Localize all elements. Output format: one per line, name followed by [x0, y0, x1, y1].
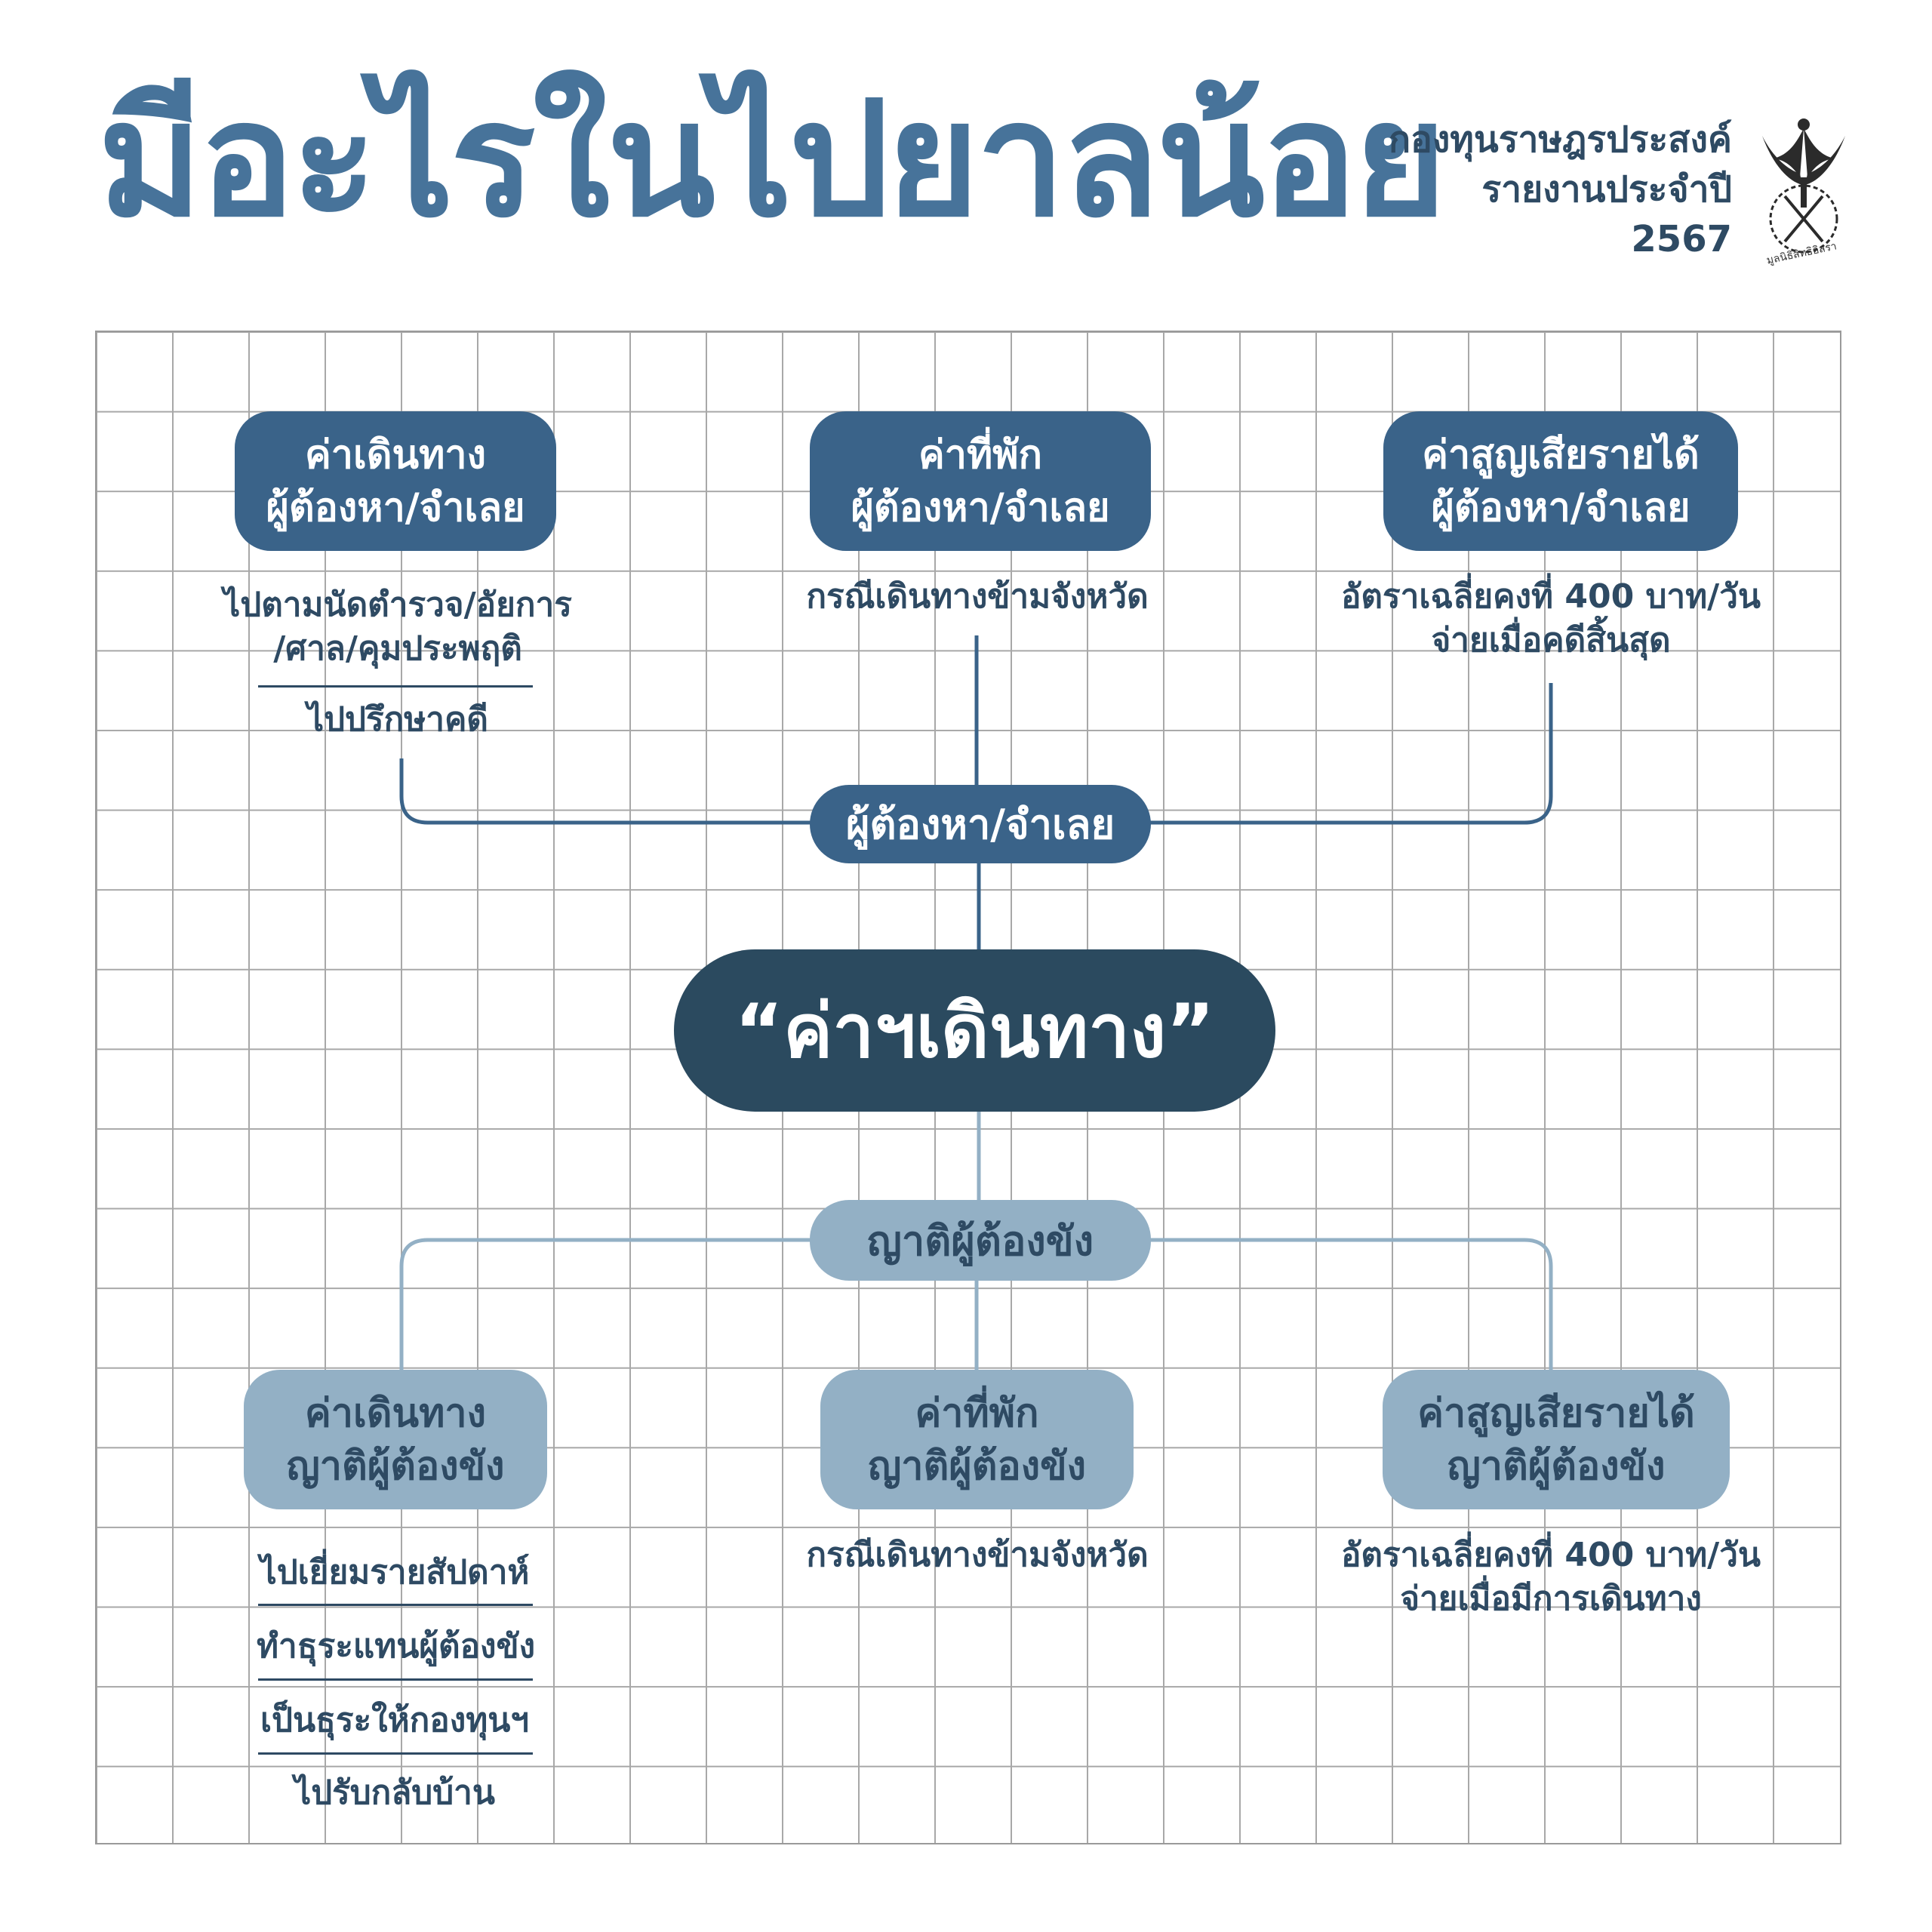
- connector-relatives-income: [1147, 1238, 1553, 1370]
- accused-travel-box: ค่าเดินทาง ผู้ต้องหา/จำเลย: [235, 411, 556, 551]
- note-divider: [258, 1678, 533, 1681]
- org-info: กองทุนราษฎรประสงค์ รายงานประจำปี 2567: [1204, 115, 1732, 264]
- report-year: 2567: [1631, 218, 1732, 260]
- box-title: ค่าสูญเสียรายได้: [1422, 432, 1700, 478]
- relatives-income-box: ค่าสูญเสียรายได้ ญาติผู้ต้องขัง: [1383, 1370, 1730, 1509]
- box-subtitle: ญาติผู้ต้องขัง: [1447, 1443, 1666, 1489]
- phoenix-logo-icon: [1762, 118, 1845, 254]
- relatives-lodging-box: ค่าที่พัก ญาติผู้ต้องขัง: [820, 1370, 1134, 1509]
- note-line: ไปตามนัดตำรวจ/อัยการ: [223, 586, 572, 624]
- relatives-travel-item: ทำธุระแทนผู้ต้องขัง: [257, 1627, 536, 1666]
- box-title: ค่าสูญเสียรายได้: [1417, 1390, 1695, 1436]
- box-subtitle: ญาติผู้ต้องขัง: [867, 1443, 1087, 1489]
- org-name: กองทุนราษฎรประสงค์: [1388, 118, 1732, 161]
- box-subtitle: ผู้ต้องหา/จำเลย: [1431, 485, 1690, 531]
- accused-income-note: อัตราเฉลี่ยคงที่ 400 บาท/วัน จ่ายเมื่อคด…: [1328, 575, 1774, 663]
- box-subtitle: ผู้ต้องหา/จำเลย: [266, 485, 525, 531]
- connector-accused-travel: [399, 758, 811, 825]
- page-title: มีอะไรในไปยาลน้อย: [98, 66, 1447, 252]
- relatives-travel-item: ไปเยี่ยมรายสัปดาห์: [260, 1553, 530, 1592]
- box-subtitle: ญาติผู้ต้องขัง: [286, 1443, 505, 1489]
- accused-income-box: ค่าสูญเสียรายได้ ผู้ต้องหา/จำเลย: [1383, 411, 1738, 551]
- report-label: รายงานประจำปี: [1481, 168, 1732, 211]
- connector-relatives-travel: [399, 1238, 811, 1370]
- accused-lodging-box: ค่าที่พัก ผู้ต้องหา/จำเลย: [810, 411, 1151, 551]
- note-line: อัตราเฉลี่ยคงที่ 400 บาท/วัน: [1341, 577, 1761, 616]
- relatives-travel-item: เป็นธุระให้กองทุนฯ: [260, 1701, 529, 1740]
- box-title: ค่าที่พัก: [918, 432, 1043, 478]
- note-line: จ่ายเมื่อคดีสิ้นสุด: [1431, 621, 1671, 660]
- box-title: ค่าเดินทาง: [305, 432, 486, 478]
- relatives-hub: ญาติผู้ต้องขัง: [810, 1200, 1151, 1281]
- note-divider: [258, 1752, 533, 1755]
- box-title: ค่าที่พัก: [915, 1390, 1039, 1436]
- note-line: จ่ายเมื่อมีการเดินทาง: [1400, 1580, 1702, 1618]
- relatives-income-note: อัตราเฉลี่ยคงที่ 400 บาท/วัน จ่ายเมื่อมี…: [1328, 1534, 1774, 1621]
- accused-hub: ผู้ต้องหา/จำเลย: [810, 785, 1151, 863]
- note-divider: [258, 1604, 533, 1606]
- relatives-travel-item: ไปรับกลับบ้าน: [294, 1774, 495, 1812]
- box-subtitle: ผู้ต้องหา/จำเลย: [851, 485, 1110, 531]
- box-title: ค่าเดินทาง: [305, 1390, 486, 1436]
- note-line: อัตราเฉลี่ยคงที่ 400 บาท/วัน: [1341, 1536, 1761, 1574]
- accused-lodging-note: กรณีเดินทางข้ามจังหวัด: [806, 577, 1149, 616]
- relatives-travel-box: ค่าเดินทาง ญาติผู้ต้องขัง: [244, 1370, 547, 1509]
- center-node: “ค่าฯเดินทาง”: [674, 949, 1275, 1112]
- accused-travel-note-2: ไปปรึกษาคดี: [307, 700, 488, 739]
- relatives-lodging-note: กรณีเดินทางข้ามจังหวัด: [806, 1536, 1149, 1574]
- note-line: /ศาล/คุมประพฤติ: [273, 629, 522, 668]
- connector-accused-income: [1147, 683, 1553, 825]
- accused-travel-note: ไปตามนัดตำรวจ/อัยการ /ศาล/คุมประพฤติ: [205, 583, 590, 671]
- note-divider: [258, 685, 533, 688]
